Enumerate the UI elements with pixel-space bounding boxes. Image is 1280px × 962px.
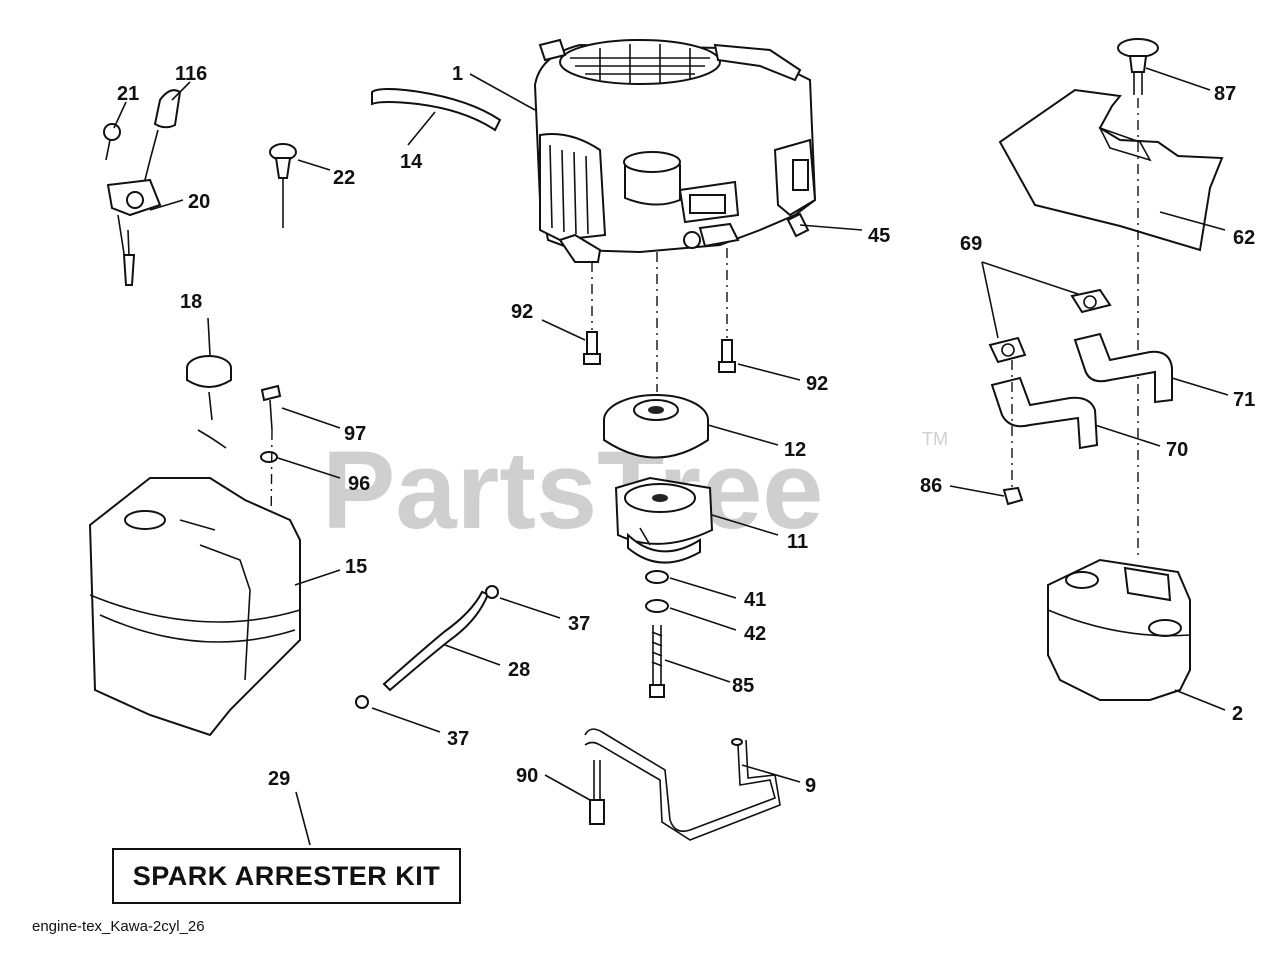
callout-37-upper: 37 [568,613,590,635]
muffler-part[interactable] [1047,558,1191,701]
washer-41-part[interactable] [645,570,669,584]
watermark-text: PartsTree [322,429,823,552]
exhaust-gasket-upper-part[interactable] [1070,288,1112,314]
callout-42: 42 [744,623,766,645]
callout-71: 71 [1233,389,1255,411]
callout-86: 86 [920,475,942,497]
callout-37-lower: 37 [447,728,469,750]
callout-69: 69 [960,233,982,255]
spark-arrester-kit-label: SPARK ARRESTER KIT [112,848,461,904]
fuel-tank-part[interactable] [88,477,301,737]
bracket-bolt-part[interactable] [589,760,605,825]
fuel-cap-part[interactable] [186,355,232,449]
diagram-file-name: engine-tex_Kawa-2cyl_26 [32,918,205,935]
callout-22: 22 [333,167,355,189]
pto-clutch-part[interactable] [614,476,714,564]
callout-92-right: 92 [806,373,828,395]
callout-11: 11 [787,531,808,553]
callout-90: 90 [516,765,538,787]
shield-screw-part[interactable] [1117,38,1159,95]
washer-42-part[interactable] [645,599,669,613]
callout-92-left: 92 [511,301,533,323]
callout-85: 85 [732,675,754,697]
callout-15: 15 [345,556,367,578]
leader-lines [113,67,1229,846]
choke-knob-part[interactable] [269,143,297,228]
callout-12: 12 [784,439,806,461]
callout-14: 14 [400,151,423,173]
engine-part[interactable] [533,38,817,263]
callout-62: 62 [1233,227,1255,249]
fuel-solenoid-part[interactable] [786,212,863,238]
clutch-bolt-part[interactable] [649,625,665,698]
bracket-part[interactable] [584,728,781,841]
callout-70: 70 [1166,439,1188,461]
callout-1: 1 [452,63,463,85]
tank-screw-part[interactable] [260,384,282,463]
exhaust-pipe-right-part[interactable] [1073,332,1173,404]
callout-87: 87 [1214,83,1236,105]
callout-2: 2 [1232,703,1243,725]
callout-18: 18 [180,291,202,313]
mount-bolt-left-part[interactable] [583,331,601,365]
exhaust-nut-part[interactable] [1002,486,1024,506]
pulley-part[interactable] [603,394,709,459]
callout-45: 45 [868,225,890,247]
callout-28: 28 [508,659,530,681]
callout-21: 21 [117,83,139,105]
callout-96: 96 [348,473,370,495]
exhaust-pipe-left-part[interactable] [990,376,1099,450]
heat-shield-part[interactable] [998,88,1224,252]
callout-116: 116 [175,63,207,85]
callout-41: 41 [744,589,766,611]
exhaust-gasket-lower-part[interactable] [988,336,1027,364]
callout-29: 29 [268,768,290,790]
mount-bolt-right-part[interactable] [718,339,736,373]
fuel-line-part[interactable] [371,88,502,132]
callout-9: 9 [805,775,816,797]
throttle-control-part[interactable] [103,89,182,286]
callout-97: 97 [344,423,366,445]
watermark-tm: TM [922,429,948,449]
callout-20: 20 [188,191,210,213]
fuel-hose-part[interactable] [355,585,499,709]
